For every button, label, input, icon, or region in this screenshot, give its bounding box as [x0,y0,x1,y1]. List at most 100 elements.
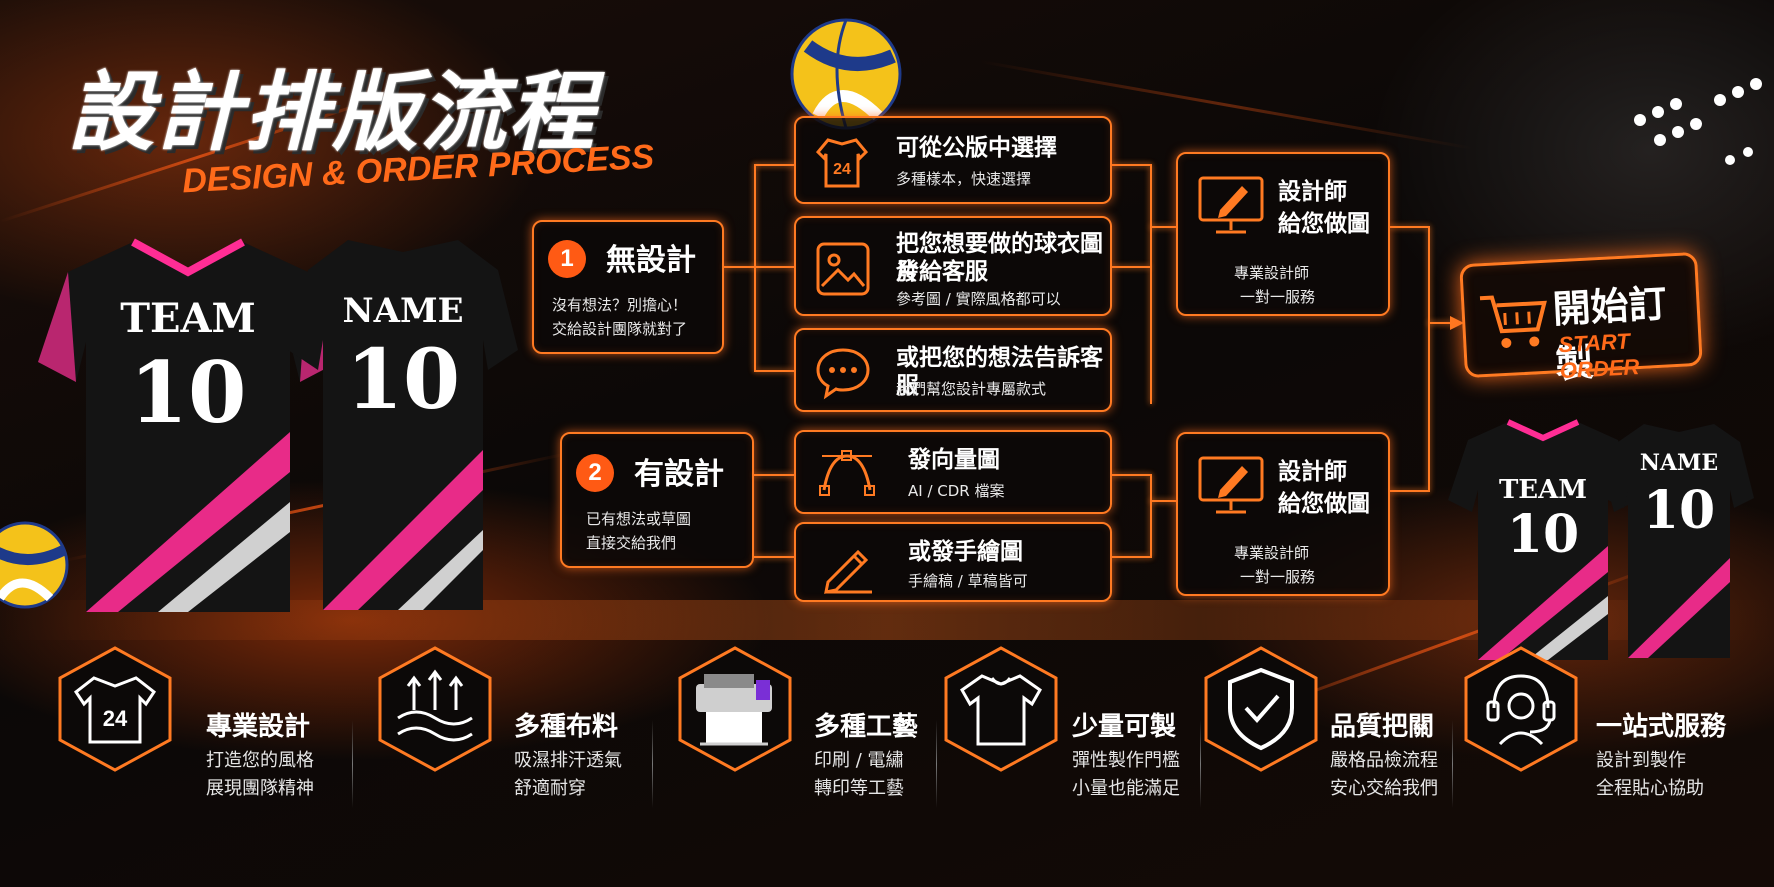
connector-line [754,164,794,166]
chat-bubble-icon [816,348,870,400]
connector-line [1112,266,1150,268]
headset-icon [1486,674,1556,746]
connector-line [1150,226,1176,228]
connector-line [1150,474,1152,558]
page-title: 設計排版流程 [68,63,596,163]
option-title: 可從公版中選擇 [896,135,1057,161]
designer-sub-2: 一對一服務 [1240,568,1316,586]
option-sub: 多種樣本，快速選擇 [896,170,1032,188]
branch-line: 直接交給我們 [586,534,677,552]
branch-line: 已有想法或草圖 [586,510,692,528]
monitor-pen-icon [1198,456,1264,514]
feature-hex [678,646,792,772]
feature-title: 專業設計 [206,712,311,742]
option-vector: 發向量圖 AI / CDR 檔案 [794,430,1112,514]
feature-line: 打造您的風格 [206,750,314,771]
feature-title: 多種布料 [514,712,619,742]
designer-box-2: 設計師 給您做圖 專業設計師 一對一服務 [1176,432,1390,596]
feature-line: 吸濕排汗透氣 [514,750,622,771]
connector-line [754,474,794,476]
monitor-pen-icon [1198,176,1264,234]
divider [352,720,353,808]
connector-line [1428,226,1430,492]
option-sub: 手繪稿 / 草稿皆可 [908,572,1028,590]
connector-line [1112,164,1150,166]
shopping-cart-icon [1479,295,1547,348]
jersey-team-text: TEAM [1499,475,1587,505]
option-tell-idea: 或把您的想法告訴客服 我們幫您設計專屬款式 [794,328,1112,412]
connector-line [1150,164,1152,404]
option-title-2: 發給客服 [896,259,988,285]
feature-title: 一站式服務 [1596,712,1727,742]
jersey-small-back: NAME 10 [1604,424,1754,658]
branch-has-design: 2 有設計 已有想法或草圖 直接交給我們 [560,432,754,568]
branch-line: 交給設計團隊就對了 [552,320,688,338]
connector-line [1112,556,1150,558]
image-icon [816,242,870,296]
connector-line [724,266,754,268]
designer-sub-2: 一對一服務 [1240,288,1316,306]
volleyball-icon [0,521,69,609]
option-sub: AI / CDR 檔案 [908,482,1005,500]
feature-line: 嚴格品檢流程 [1330,750,1438,771]
branch-no-design: 1 無設計 沒有想法？別擔心！ 交給設計團隊就對了 [532,220,724,354]
printer-icon [696,674,772,746]
divider [1200,720,1201,808]
option-sub: 我們幫您設計專屬款式 [896,380,1047,398]
connector-line [754,266,794,268]
jersey-number-text: 10 [1643,480,1715,541]
divider [936,720,937,808]
designer-sub: 專業設計師 [1234,264,1310,282]
jersey-name-text: NAME [342,291,463,331]
designer-sub: 專業設計師 [1234,544,1310,562]
jersey-icon-number: 24 [833,161,851,178]
start-order-button[interactable]: 開始訂製 START ORDER [1459,251,1703,386]
feature-hex [944,646,1058,772]
connector-line [754,556,794,558]
step-number-1: 1 [548,240,586,278]
divider [1452,720,1453,808]
feature-line: 安心交給我們 [1330,778,1438,799]
feature-title: 品質把關 [1330,712,1435,742]
jersey-small-front: TEAM 10 [1448,419,1638,660]
pencil-icon [824,549,872,594]
option-title: 或把您的想法告訴客服 [896,345,1103,399]
feature-line: 設計到製作 [1596,750,1686,771]
jersey-front: TEAM 10 [38,238,338,612]
feature-title: 多種工藝 [814,712,919,742]
tshirt-icon [960,674,1042,746]
feature-line: 小量也能滿足 [1072,778,1180,799]
feature-line: 舒適耐穿 [514,778,586,799]
jersey-icon-number: 24 [103,706,128,731]
feature-line: 彈性製作門檻 [1072,750,1180,771]
arrow-right-icon [1450,316,1464,330]
jersey-icon: 24 [73,676,157,744]
branch-title: 有設計 [634,457,724,492]
jersey-24-icon: 24 [815,138,869,188]
connector-line [1390,490,1428,492]
connector-line [1390,226,1428,228]
feature-hex [1204,646,1318,772]
option-template: 24 可從公版中選擇 多種樣本，快速選擇 [794,116,1112,204]
designer-title: 設計師 [1278,459,1347,485]
volleyball-icon [790,18,902,130]
jersey-number-text: 10 [130,343,247,442]
option-hand-drawing: 或發手繪圖 手繪稿 / 草稿皆可 [794,522,1112,602]
feature-line: 全程貼心協助 [1596,778,1704,799]
connector-line [1112,474,1150,476]
divider [652,720,653,808]
fabric-icon [397,669,473,742]
jersey-name-text: NAME [1640,450,1718,476]
option-title: 把您想要做的球衣圖片 [896,231,1103,285]
branch-line: 沒有想法？別擔心！ [552,296,688,314]
feature-title: 少量可製 [1072,712,1177,742]
vector-pen-icon [819,450,875,496]
designer-title-2: 給您做圖 [1278,491,1370,517]
option-title: 發向量圖 [908,447,1000,473]
feature-hex: 24 [58,646,172,772]
option-title: 或發手繪圖 [908,539,1023,565]
connector-line [1428,322,1458,324]
feature-hex [378,646,492,772]
feature-hex [1464,646,1578,772]
start-order-en: START ORDER [1557,328,1640,384]
